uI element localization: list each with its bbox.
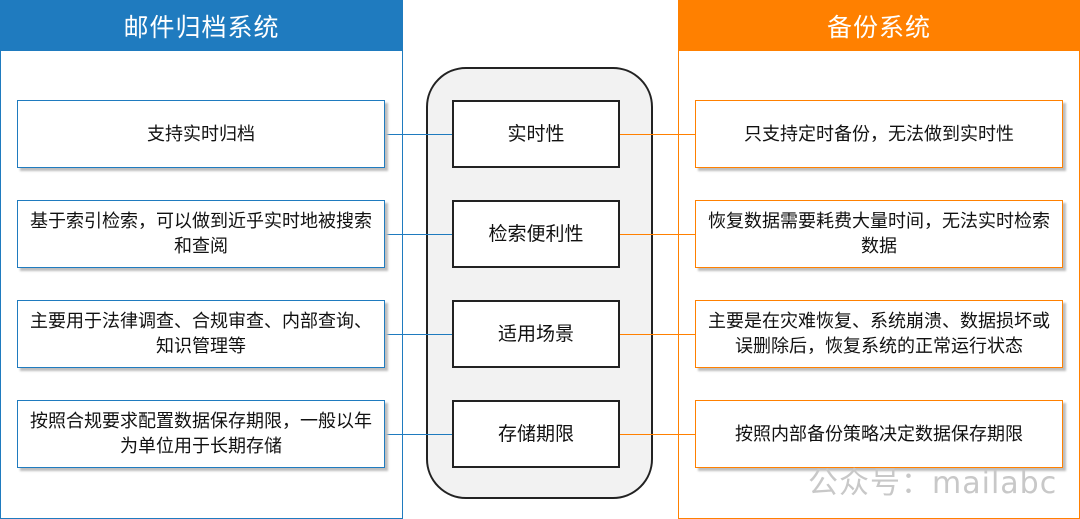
connector-left — [385, 334, 452, 335]
backup-panel: 备份系统 — [678, 0, 1080, 519]
connector-right — [620, 134, 695, 135]
email-archive-title: 邮件归档系统 — [1, 1, 402, 51]
archive-retention-box: 按照合规要求配置数据保存期限，一般以年为单位用于长期存储 — [17, 400, 385, 468]
connector-right — [620, 434, 695, 435]
watermark-text: 公众号：mailabc — [808, 466, 1058, 501]
backup-search-box: 恢复数据需要耗费大量时间，无法实时检索数据 — [695, 200, 1063, 268]
criterion-search: 检索便利性 — [452, 200, 620, 268]
connector-left — [385, 134, 452, 135]
connector-left — [385, 234, 452, 235]
backup-title: 备份系统 — [679, 1, 1079, 51]
criterion-realtime: 实时性 — [452, 100, 620, 168]
archive-scenario-box: 主要用于法律调查、合规审查、内部查询、知识管理等 — [17, 300, 385, 368]
archive-search-box: 基于索引检索，可以做到近乎实时地被搜索和查阅 — [17, 200, 385, 268]
backup-realtime-box: 只支持定时备份，无法做到实时性 — [695, 100, 1063, 168]
connector-right — [620, 234, 695, 235]
backup-scenario-box: 主要是在灾难恢复、系统崩溃、数据损坏或误删除后，恢复系统的正常运行状态 — [695, 300, 1063, 368]
connector-right — [620, 334, 695, 335]
email-archive-panel: 邮件归档系统 — [0, 0, 403, 519]
criterion-retention: 存储期限 — [452, 400, 620, 468]
backup-retention-box: 按照内部备份策略决定数据保存期限 — [695, 400, 1063, 468]
connector-left — [385, 434, 452, 435]
archive-realtime-box: 支持实时归档 — [17, 100, 385, 168]
criterion-scenario: 适用场景 — [452, 300, 620, 368]
